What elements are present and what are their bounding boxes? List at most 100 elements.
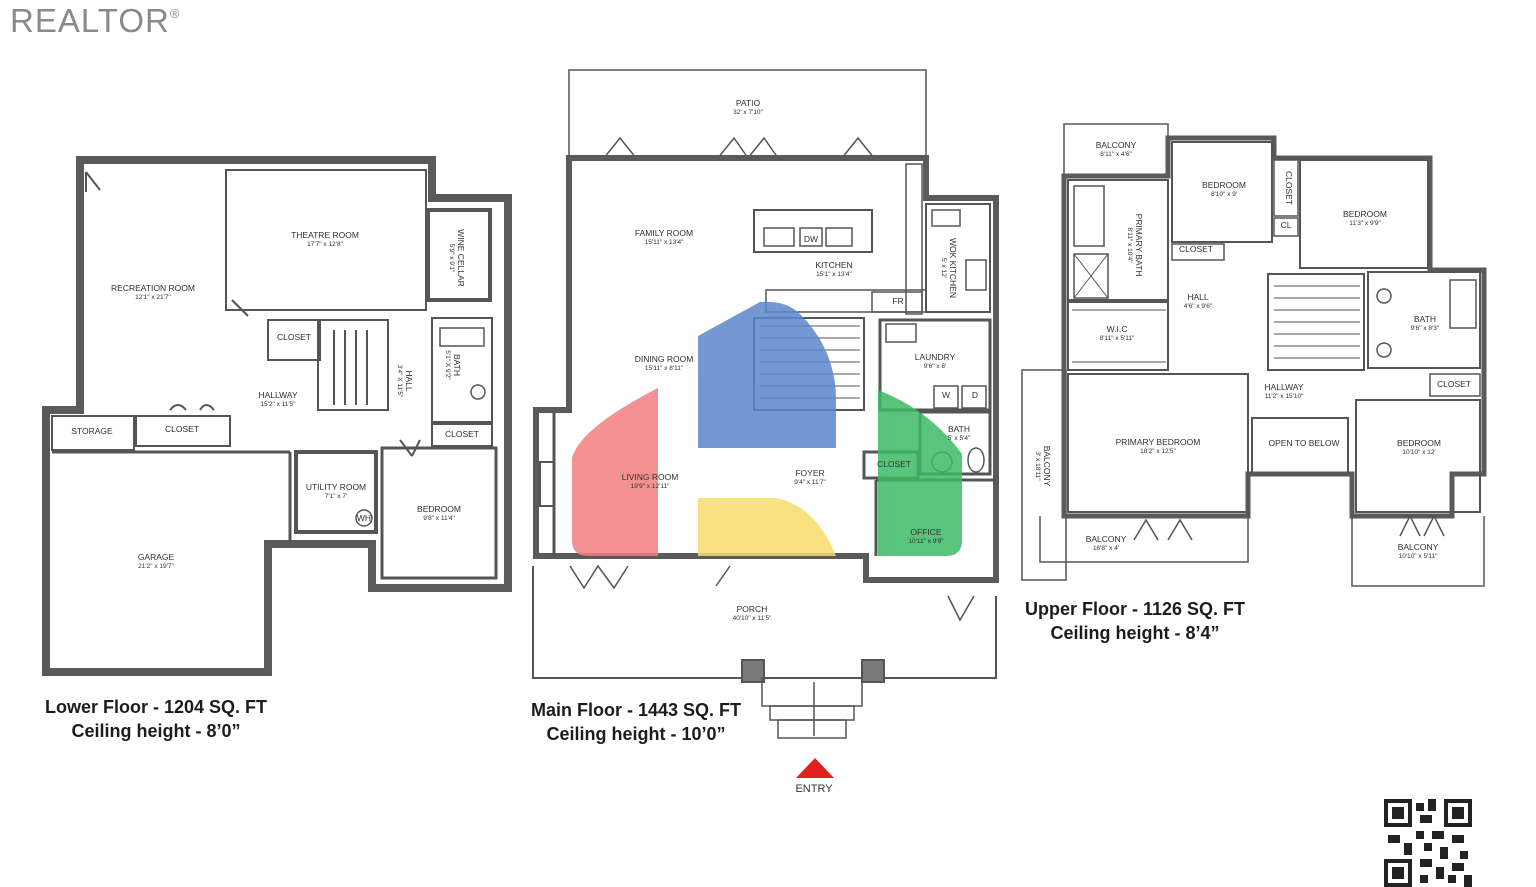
room-dimensions: 4'6" x 9'6" (1184, 303, 1213, 310)
room-label-fr: FR (892, 296, 903, 306)
room-label-dw: DW (804, 234, 818, 244)
room-dimensions: 9'8" x 11'4" (423, 515, 455, 522)
room-dimensions: 11'3" x 9'9" (1349, 220, 1381, 227)
room-name: KITCHEN (815, 260, 852, 270)
logo-blue-shape (698, 301, 836, 448)
room-label-closet: CLOSET (165, 424, 199, 434)
room-dimensions: 5' x 12' (940, 258, 947, 278)
upper-floor-area: Upper Floor - 1126 SQ. FT (1024, 599, 1246, 619)
room-name: PATIO (736, 98, 761, 108)
room-name: CLOSET (1179, 244, 1213, 254)
room-dimensions: 8'11" x 10'4" (1126, 227, 1133, 263)
room-name: CLOSET (1437, 379, 1471, 389)
qr-code-icon (1384, 799, 1472, 887)
watermark-logo (572, 301, 962, 556)
room-name: BALCONY (1086, 534, 1127, 544)
room-dimensions: 5' x 5'4" (948, 435, 971, 442)
room-name: D (972, 390, 978, 400)
room-dimensions: 3' x 18'11" (1034, 451, 1041, 481)
room-name: CLOSET (277, 332, 311, 342)
room-name: PORCH (737, 604, 768, 614)
room-dimensions: 10'10" x 12' (1402, 449, 1435, 456)
room-dimensions: 16'8" x 4' (1093, 545, 1119, 552)
room-name: DINING ROOM (635, 354, 694, 364)
room-dimensions: 18'2" x 12'5" (1140, 448, 1176, 455)
room-name: BALCONY (1398, 542, 1439, 552)
lower-floor-ceiling: Ceiling height - 8’0” (71, 721, 241, 741)
room-dimensions: 8'11" x 5'11" (1100, 335, 1135, 342)
room-name: CLOSET (877, 459, 911, 469)
realtor-logo: REALTOR® (10, 2, 180, 40)
room-label-closet: CLOSET (1437, 379, 1471, 389)
lower-floor-area: Lower Floor - 1204 SQ. FT (44, 697, 268, 717)
logo-red-shape (572, 388, 658, 556)
room-name: FAMILY ROOM (635, 228, 693, 238)
room-name: OFFICE (910, 527, 941, 537)
room-dimensions: 5'1" X 9'2" (444, 350, 451, 380)
room-label-closet: CLOSET (1179, 244, 1213, 254)
registered-mark: ® (169, 6, 181, 21)
room-dimensions: 11'2" x 15'10" (1265, 393, 1304, 400)
room-dimensions: 5'9" x 9'1" (448, 244, 455, 273)
room-dimensions: 32' x 7'10" (733, 109, 763, 116)
room-name: BATH (948, 424, 970, 434)
room-dimensions: 19'9" x 12'11" (631, 483, 670, 490)
room-dimensions: 9'6" x 8'3" (1411, 325, 1440, 332)
room-name: STORAGE (71, 426, 113, 436)
room-name: WH (357, 513, 371, 523)
entry-label: ENTRY (795, 783, 833, 795)
room-name: RECREATION ROOM (111, 283, 195, 293)
room-name: LAUNDRY (915, 352, 956, 362)
room-dimensions: 15'11" x 8'11" (645, 365, 684, 372)
room-name: CLOSET (1284, 171, 1294, 205)
room-name: BEDROOM (1343, 209, 1387, 219)
room-label-cl: CL (1281, 220, 1292, 230)
room-dimensions: 9'6" x 8' (924, 363, 947, 370)
lower-floor-title: Lower Floor - 1204 SQ. FT Ceiling height… (30, 695, 282, 743)
room-name: HALL (1187, 292, 1209, 302)
room-name: BEDROOM (1397, 438, 1441, 448)
room-name: BATH (1414, 314, 1436, 324)
room-label-wh: WH (357, 513, 371, 523)
room-name: PRIMARY BEDROOM (1116, 437, 1201, 447)
room-name: UTILITY ROOM (306, 482, 366, 492)
room-name: HALL (404, 370, 414, 392)
room-name: THEATRE ROOM (291, 230, 359, 240)
room-dimensions: 10'11" x 9'9" (908, 538, 944, 545)
main-floor-area: Main Floor - 1443 SQ. FT (530, 700, 742, 720)
room-name: HALLWAY (1264, 382, 1303, 392)
room-name: PRIMARY BATH (1134, 214, 1144, 277)
room-name: GARAGE (138, 552, 175, 562)
room-name: WINE CELLAR (456, 229, 466, 287)
room-name: DW (804, 234, 818, 244)
upper-floor-title: Upper Floor - 1126 SQ. FT Ceiling height… (1010, 597, 1260, 645)
lower-floor-plan (42, 156, 512, 676)
room-dimensions: 15'2" x 11'5" (260, 401, 296, 408)
room-name: BATH (452, 354, 462, 376)
room-dimensions: 3'4" X 11'5" (396, 365, 403, 398)
room-label-closet: CLOSET (1284, 171, 1294, 205)
